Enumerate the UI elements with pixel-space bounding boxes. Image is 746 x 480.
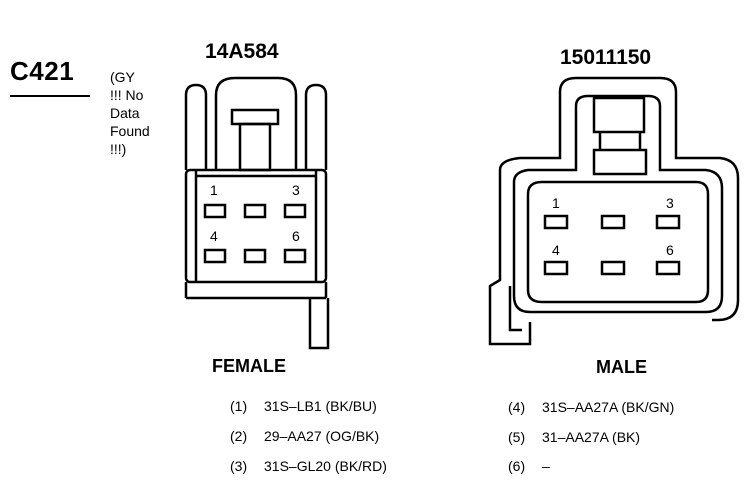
female-label: FEMALE: [212, 356, 286, 376]
male-pin-label: 1: [552, 195, 560, 211]
pin-circuit: –: [542, 458, 550, 474]
note-line: (GY: [110, 69, 135, 85]
pin-row: (4) 31S–AA27A (BK/GN): [508, 399, 674, 415]
note-line: Found: [110, 123, 150, 139]
pin-number: (4): [508, 399, 526, 415]
male-connector-drawing: [488, 76, 740, 346]
female-part-number: 14A584: [205, 40, 279, 63]
pin-circuit: 31S–LB1 (BK/BU): [264, 398, 377, 414]
female-pin-label: 4: [210, 228, 218, 244]
male-pin-label: 6: [666, 242, 674, 258]
pin-row: (1) 31S–LB1 (BK/BU): [230, 398, 377, 414]
pin-number: (6): [508, 458, 526, 474]
note-line: !!!): [110, 141, 127, 157]
male-label: MALE: [596, 357, 647, 377]
pin-circuit: 31–AA27A (BK): [542, 429, 641, 445]
male-part-number: 15011150: [560, 46, 652, 69]
female-pin-label: 6: [292, 228, 300, 244]
pin-row: (2) 29–AA27 (OG/BK): [230, 428, 379, 444]
pin-circuit: 31S–GL20 (BK/RD): [264, 458, 387, 474]
note-line: Data: [110, 105, 140, 121]
male-pin-label: 3: [666, 195, 674, 211]
pin-circuit: 29–AA27 (OG/BK): [264, 428, 380, 444]
pin-number: (5): [508, 429, 526, 445]
male-pin-label: 4: [552, 242, 560, 258]
pin-row: (3) 31S–GL20 (BK/RD): [230, 458, 387, 474]
note-line: !!! No: [110, 87, 144, 103]
female-pin-label: 1: [210, 182, 218, 198]
connector-id-underline: [10, 95, 90, 97]
pin-row: (5) 31–AA27A (BK): [508, 429, 640, 445]
pin-number: (3): [230, 458, 248, 474]
female-connector-drawing: [184, 76, 330, 350]
connector-id: C421: [10, 56, 75, 86]
pin-number: (2): [230, 428, 248, 444]
pin-circuit: 31S–AA27A (BK/GN): [542, 399, 675, 415]
pin-number: (1): [230, 398, 248, 414]
female-pin-label: 3: [292, 182, 300, 198]
pin-row: (6)–: [508, 458, 550, 474]
connector-note: (GY !!! No Data Found !!!): [110, 68, 180, 158]
